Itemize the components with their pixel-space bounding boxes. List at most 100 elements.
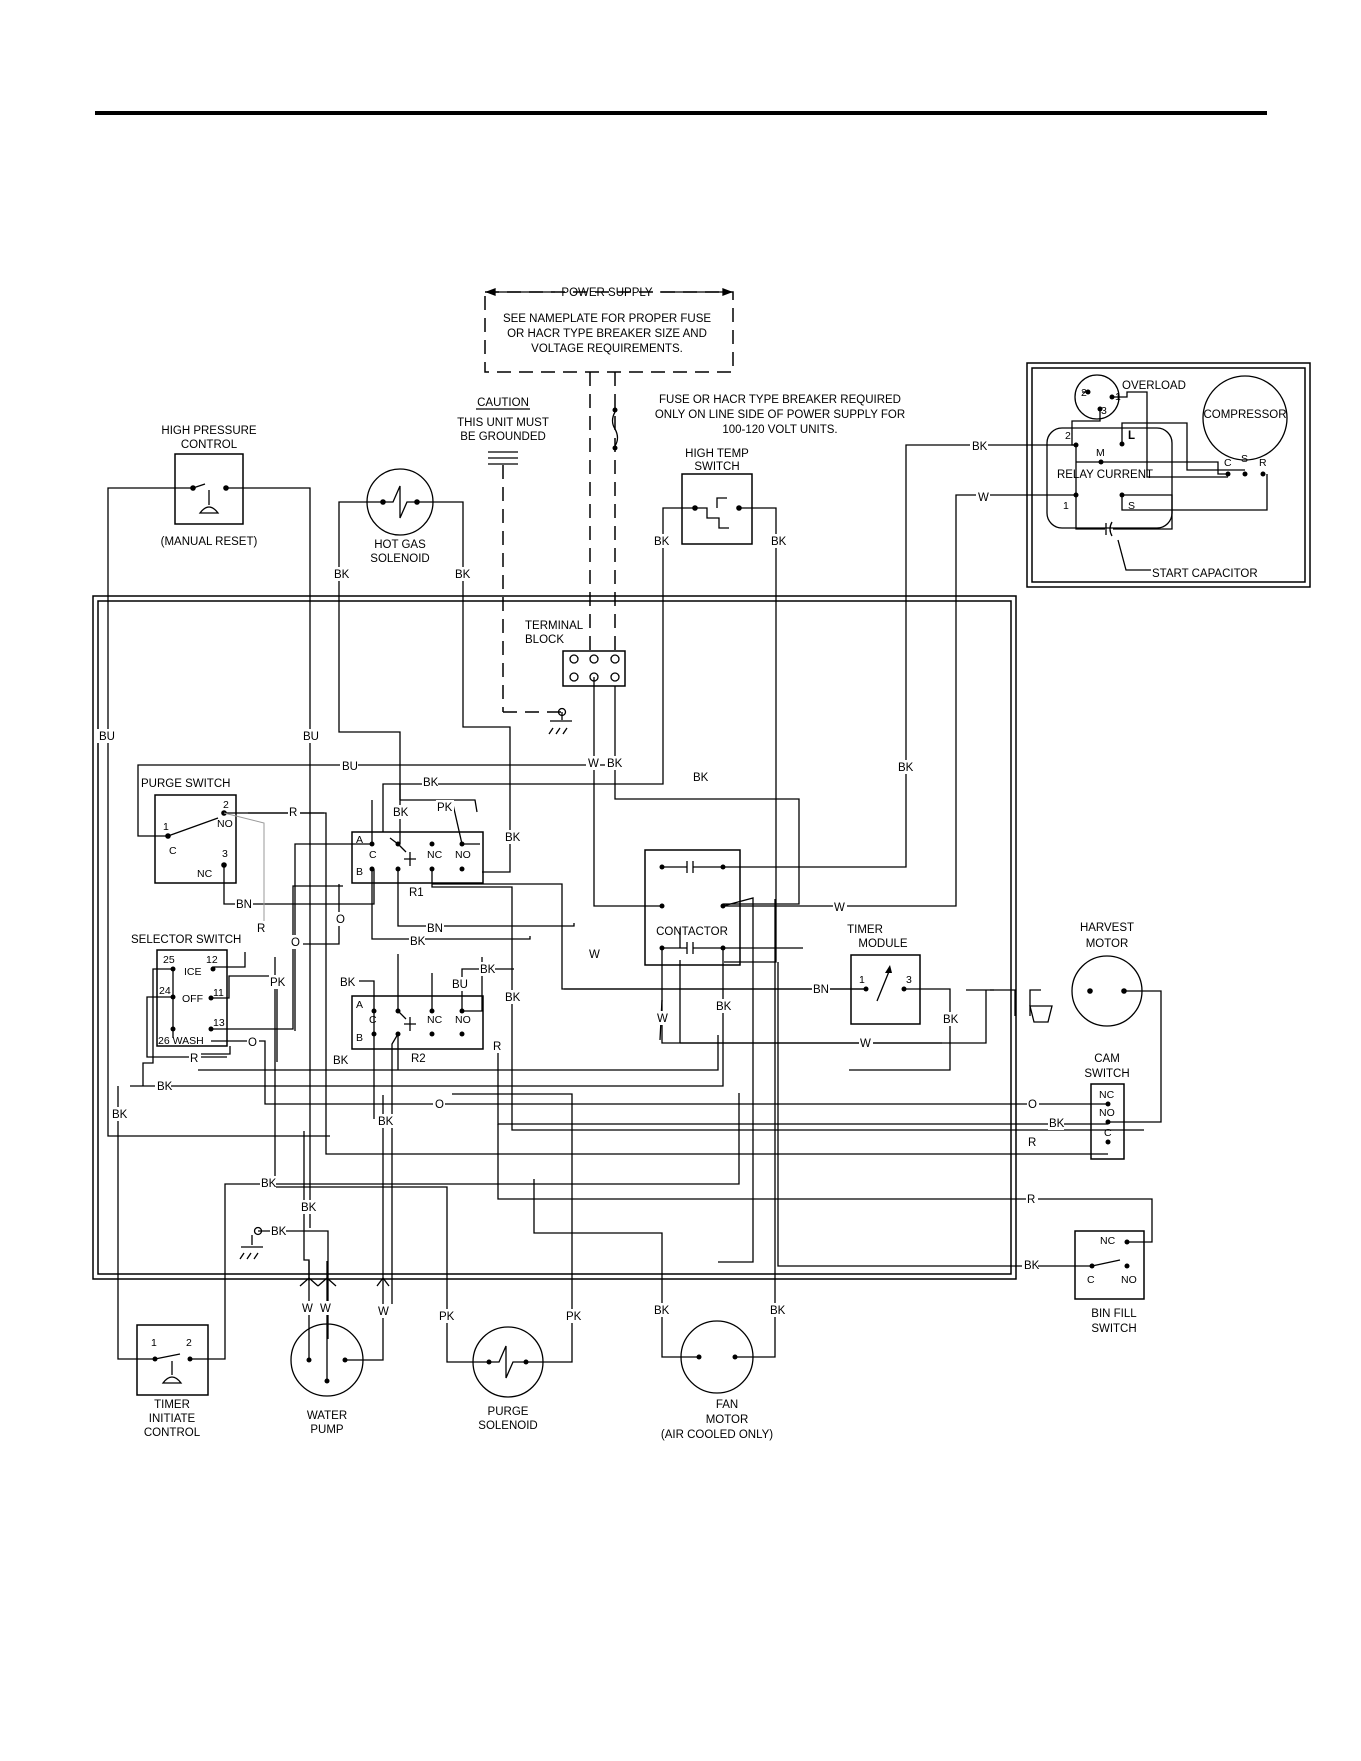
svg-text:W: W bbox=[302, 1303, 313, 1315]
svg-text:R: R bbox=[1259, 457, 1267, 469]
svg-text:BU: BU bbox=[99, 731, 115, 743]
svg-text:1: 1 bbox=[163, 821, 169, 833]
svg-text:O: O bbox=[336, 914, 345, 926]
relay-r2: A C B NC NO R2 bbox=[351, 995, 484, 1065]
svg-text:BK: BK bbox=[771, 536, 787, 548]
svg-text:13: 13 bbox=[213, 1017, 225, 1029]
caution-note: CAUTION THIS UNIT MUST BE GROUNDED bbox=[457, 397, 549, 465]
svg-text:BK: BK bbox=[271, 1226, 287, 1238]
svg-text:BK: BK bbox=[480, 964, 496, 976]
svg-text:1: 1 bbox=[1063, 500, 1069, 512]
svg-text:BK: BK bbox=[455, 569, 471, 581]
power-supply-note-3: VOLTAGE REQUIREMENTS. bbox=[531, 343, 683, 355]
svg-text:1: 1 bbox=[151, 1337, 157, 1349]
timer-initiate-control: 1 2 TIMER INITIATE CONTROL bbox=[136, 1324, 209, 1439]
fan-motor-label-2: MOTOR bbox=[706, 1414, 749, 1426]
svg-text:BK: BK bbox=[157, 1081, 173, 1093]
main-cabinet bbox=[92, 595, 1017, 1280]
svg-text:W: W bbox=[588, 758, 599, 770]
svg-text:24: 24 bbox=[159, 985, 171, 997]
caution-line-1: THIS UNIT MUST bbox=[457, 417, 549, 429]
svg-text:26 WASH: 26 WASH bbox=[158, 1035, 204, 1047]
purge-solenoid-label-1: PURGE bbox=[488, 1406, 529, 1418]
svg-text:BK: BK bbox=[693, 772, 709, 784]
svg-text:ICE: ICE bbox=[184, 966, 202, 978]
svg-text:BK: BK bbox=[378, 1116, 394, 1128]
svg-text:2: 2 bbox=[1065, 430, 1071, 442]
svg-text:BN: BN bbox=[813, 984, 829, 996]
svg-text:NC: NC bbox=[197, 868, 213, 880]
svg-text:BN: BN bbox=[236, 899, 252, 911]
high-pressure-title-2: CONTROL bbox=[181, 439, 238, 451]
power-supply-note-2: OR HACR TYPE BREAKER SIZE AND bbox=[507, 328, 707, 340]
svg-text:BK: BK bbox=[333, 1055, 349, 1067]
svg-text:BU: BU bbox=[452, 979, 468, 991]
terminal-block: TERMINAL BLOCK bbox=[525, 620, 626, 735]
svg-text:3: 3 bbox=[906, 974, 912, 986]
compressor-label: COMPRESSOR bbox=[1203, 409, 1286, 421]
harvest-motor: HARVEST MOTOR bbox=[1029, 922, 1143, 1027]
hot-gas-label-1: HOT GAS bbox=[374, 539, 426, 551]
svg-text:BK: BK bbox=[654, 536, 670, 548]
wiring bbox=[107, 444, 1162, 1381]
cam-switch-label-2: SWITCH bbox=[1084, 1068, 1129, 1080]
svg-text:BK: BK bbox=[261, 1178, 277, 1190]
svg-text:O: O bbox=[435, 1099, 444, 1111]
svg-text:NO: NO bbox=[1099, 1107, 1115, 1119]
purge-switch-title: PURGE SWITCH bbox=[141, 778, 230, 790]
harvest-motor-label-2: MOTOR bbox=[1086, 938, 1129, 950]
svg-text:BK: BK bbox=[340, 977, 356, 989]
svg-text:R: R bbox=[257, 923, 265, 935]
relay-r2-label: R2 bbox=[411, 1053, 426, 1065]
power-supply-note-1: SEE NAMEPLATE FOR PROPER FUSE bbox=[503, 313, 711, 325]
svg-text:NO: NO bbox=[455, 1014, 471, 1026]
svg-text:11: 11 bbox=[213, 987, 224, 999]
svg-text:W: W bbox=[589, 949, 600, 961]
svg-text:BK: BK bbox=[943, 1014, 959, 1026]
svg-text:C: C bbox=[1087, 1274, 1095, 1286]
svg-text:BU: BU bbox=[303, 731, 319, 743]
compressor-panel: 2 3 1 OVERLOAD COMPRESSOR C S R 2 L M RE… bbox=[1026, 362, 1311, 588]
svg-text:NO: NO bbox=[455, 849, 471, 861]
svg-text:BK: BK bbox=[770, 1305, 786, 1317]
svg-text:R: R bbox=[1028, 1137, 1036, 1149]
wire-labels: BK BK BK BK BK W BK BU BU BU BK W BK BK … bbox=[97, 439, 1065, 1323]
svg-text:PK: PK bbox=[566, 1311, 582, 1323]
svg-text:PK: PK bbox=[270, 977, 286, 989]
svg-text:NO: NO bbox=[1121, 1274, 1137, 1286]
svg-text:2: 2 bbox=[1081, 387, 1087, 399]
svg-text:BK: BK bbox=[334, 569, 350, 581]
svg-text:O: O bbox=[248, 1037, 257, 1049]
svg-text:W: W bbox=[320, 1303, 331, 1315]
svg-text:NC: NC bbox=[1100, 1235, 1116, 1247]
svg-text:C: C bbox=[369, 1014, 377, 1026]
timer-module-label-1: TIMER bbox=[847, 924, 883, 936]
svg-text:O: O bbox=[291, 937, 300, 949]
fan-motor-label-1: FAN bbox=[716, 1399, 738, 1411]
power-supply-title: POWER SUPPLY bbox=[561, 287, 652, 299]
svg-text:BK: BK bbox=[423, 777, 439, 789]
bin-fill-label-2: SWITCH bbox=[1091, 1323, 1136, 1335]
cam-switch: CAM SWITCH NC NO C bbox=[1084, 1053, 1130, 1160]
svg-text:BK: BK bbox=[410, 936, 426, 948]
high-pressure-title-1: HIGH PRESSURE bbox=[161, 425, 257, 437]
fuse-note-2: ONLY ON LINE SIDE OF POWER SUPPLY FOR bbox=[655, 409, 905, 421]
svg-text:S: S bbox=[1241, 453, 1248, 465]
fuse-note-1: FUSE OR HACR TYPE BREAKER REQUIRED bbox=[659, 394, 901, 406]
svg-text:A: A bbox=[356, 834, 363, 846]
svg-text:R: R bbox=[190, 1053, 198, 1065]
svg-text:PK: PK bbox=[437, 802, 453, 814]
power-supply: POWER SUPPLY SEE NAMEPLATE FOR PROPER FU… bbox=[484, 287, 734, 373]
svg-text:W: W bbox=[860, 1038, 871, 1050]
svg-text:BK: BK bbox=[1024, 1260, 1040, 1272]
svg-text:BK: BK bbox=[112, 1109, 128, 1121]
svg-text:OFF: OFF bbox=[182, 993, 203, 1005]
svg-text:A: A bbox=[356, 999, 363, 1011]
svg-text:1: 1 bbox=[859, 974, 865, 986]
svg-text:B: B bbox=[356, 866, 363, 878]
svg-text:NC: NC bbox=[427, 849, 443, 861]
high-temp-label-2: SWITCH bbox=[694, 461, 739, 473]
svg-text:W: W bbox=[378, 1306, 389, 1318]
svg-text:M: M bbox=[1096, 447, 1105, 459]
